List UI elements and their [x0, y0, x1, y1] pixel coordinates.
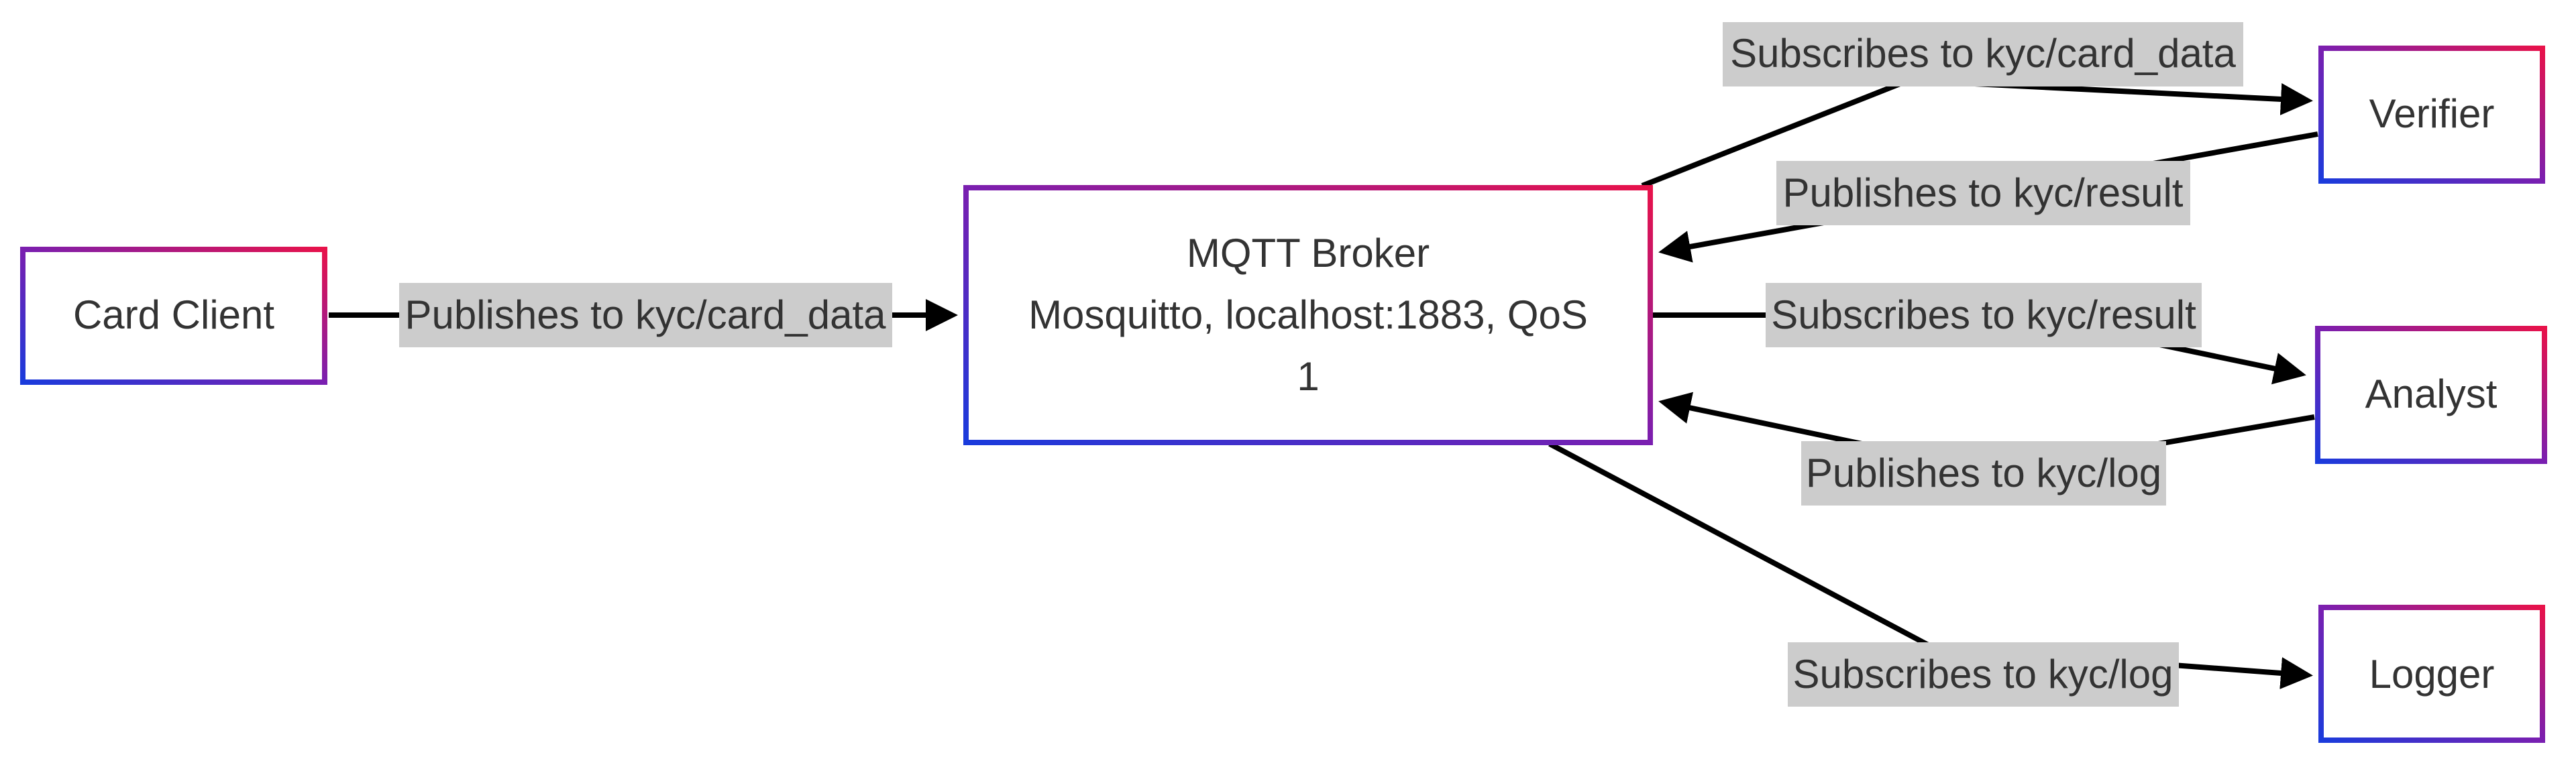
edge-label-background	[1776, 161, 2190, 225]
edge-label-text: Publishes to kyc/result	[1783, 170, 2184, 215]
node-box	[20, 247, 327, 385]
edge-label-background	[1801, 441, 2166, 506]
node-label: Analyst	[2365, 371, 2498, 416]
node-label-detail-continued: 1	[1297, 354, 1319, 399]
edge-label-background	[1766, 283, 2202, 347]
node-mqtt-broker[interactable]: MQTT Broker Mosquitto, localhost:1883, Q…	[963, 185, 1653, 445]
edge-label-analyst-publish: Publishes to kyc/log	[1801, 441, 2166, 506]
edge-label-text: Subscribes to kyc/card_data	[1730, 31, 2236, 76]
edge-label-text: Subscribes to kyc/result	[1771, 292, 2196, 337]
edge-line	[1658, 392, 2315, 449]
node-logger[interactable]: Logger	[2318, 605, 2545, 743]
node-box	[2318, 605, 2545, 743]
edge-label-verifier-publish: Publishes to kyc/result	[1776, 161, 2190, 225]
node-label-title: MQTT Broker	[1187, 231, 1430, 276]
node-box	[2315, 326, 2547, 464]
node-verifier[interactable]: Verifier	[2318, 46, 2545, 184]
edge-label-background	[1723, 22, 2243, 86]
node-card-client[interactable]: Card Client	[20, 247, 327, 385]
node-label: Logger	[2369, 652, 2495, 697]
edge-label-background	[1788, 642, 2179, 707]
edge-label-text: Publishes to kyc/log	[1806, 451, 2161, 495]
edge-label-client-publish: Publishes to kyc/card_data	[399, 283, 892, 347]
node-label-detail: Mosquitto, localhost:1883, QoS	[1028, 292, 1588, 337]
node-analyst[interactable]: Analyst	[2315, 326, 2547, 464]
node-label: Card Client	[73, 292, 274, 337]
edge-analyst-to-broker	[1658, 392, 2315, 449]
node-box	[963, 185, 1653, 445]
edge-label-analyst-subscribe: Subscribes to kyc/result	[1766, 283, 2202, 347]
edge-label-verifier-subscribe: Subscribes to kyc/card_data	[1723, 22, 2243, 86]
edge-label-text: Publishes to kyc/card_data	[405, 292, 886, 337]
node-label: Verifier	[2369, 91, 2495, 136]
node-box	[2318, 46, 2545, 184]
edge-label-text: Subscribes to kyc/log	[1793, 652, 2174, 697]
edge-label-background	[399, 283, 892, 347]
edge-label-logger-subscribe: Subscribes to kyc/log	[1788, 642, 2179, 707]
